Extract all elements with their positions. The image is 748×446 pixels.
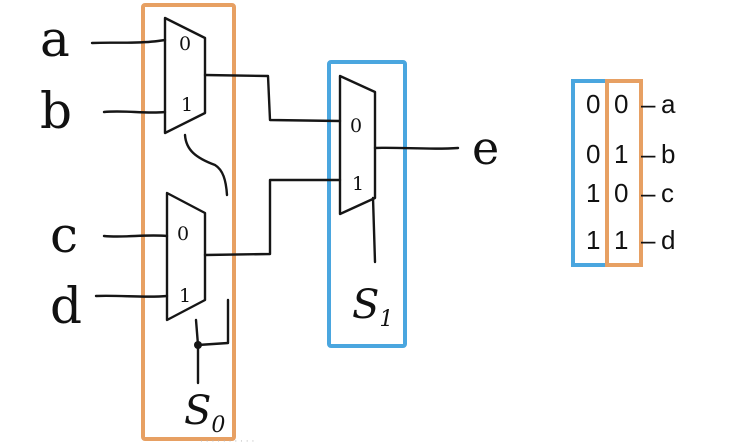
table-row-2-input: b <box>661 139 675 169</box>
mux-cd-port-1: 1 <box>179 285 191 307</box>
mux-ab <box>163 16 207 135</box>
truth-table: 0 0 – a 0 1 – b 1 0 – c 1 1 – d <box>571 79 676 267</box>
s0-select-box <box>141 3 236 441</box>
table-row-3-s0: 0 <box>614 178 628 208</box>
wire-s0-to-mux2 <box>196 298 230 347</box>
mux-final-port-1: 1 <box>352 173 364 195</box>
table-row-4-input: d <box>661 225 675 255</box>
s0-junction-dot <box>194 341 202 349</box>
table-row-3-dash: – <box>641 178 656 208</box>
table-row-4-s0: 1 <box>614 225 628 255</box>
table-s0-column-box <box>605 79 643 267</box>
mux-ab-port-1: 1 <box>181 94 193 116</box>
wire-s0-to-mux1 <box>194 318 200 347</box>
wire-c <box>102 234 169 238</box>
table-row-2-dash: – <box>641 139 656 169</box>
wire-b <box>102 110 167 114</box>
wire-d <box>94 294 169 298</box>
s1-select-box <box>327 60 407 348</box>
table-row-1-s1: 0 <box>586 89 600 119</box>
select-label-s1: S1 <box>352 282 393 332</box>
input-label-b: b <box>40 82 72 140</box>
table-row-4-s1: 1 <box>586 225 600 255</box>
mux-cd-port-0: 0 <box>177 223 189 245</box>
input-label-d: d <box>50 277 82 335</box>
input-label-a: a <box>40 10 70 68</box>
mux-final-port-0: 0 <box>350 115 362 137</box>
wire-mux1-out <box>203 73 342 123</box>
wire-a <box>90 38 167 45</box>
mux-ab-port-0: 0 <box>179 33 191 55</box>
table-row-1-input: a <box>661 89 676 119</box>
table-row-2-s1: 0 <box>586 139 600 169</box>
input-label-c: c <box>50 206 78 264</box>
wire-s1-select <box>371 196 377 264</box>
output-label-e: e <box>472 121 499 175</box>
wire-s0-cross <box>183 133 229 197</box>
scan-artifact: · · · · · · · · · · <box>200 437 254 446</box>
table-row-4-dash: – <box>641 225 656 255</box>
table-row-3-s1: 1 <box>586 178 600 208</box>
mux-final <box>338 74 377 216</box>
select-label-s0: S0 <box>184 388 225 438</box>
table-row-1-dash: – <box>641 89 656 119</box>
table-row-2-s0: 1 <box>614 139 628 169</box>
wire-mux2-out <box>203 178 342 257</box>
mux-cd <box>165 191 207 322</box>
wire-output-e <box>373 146 460 150</box>
table-row-1-s0: 0 <box>614 89 628 119</box>
table-row-3-input: c <box>661 178 674 208</box>
